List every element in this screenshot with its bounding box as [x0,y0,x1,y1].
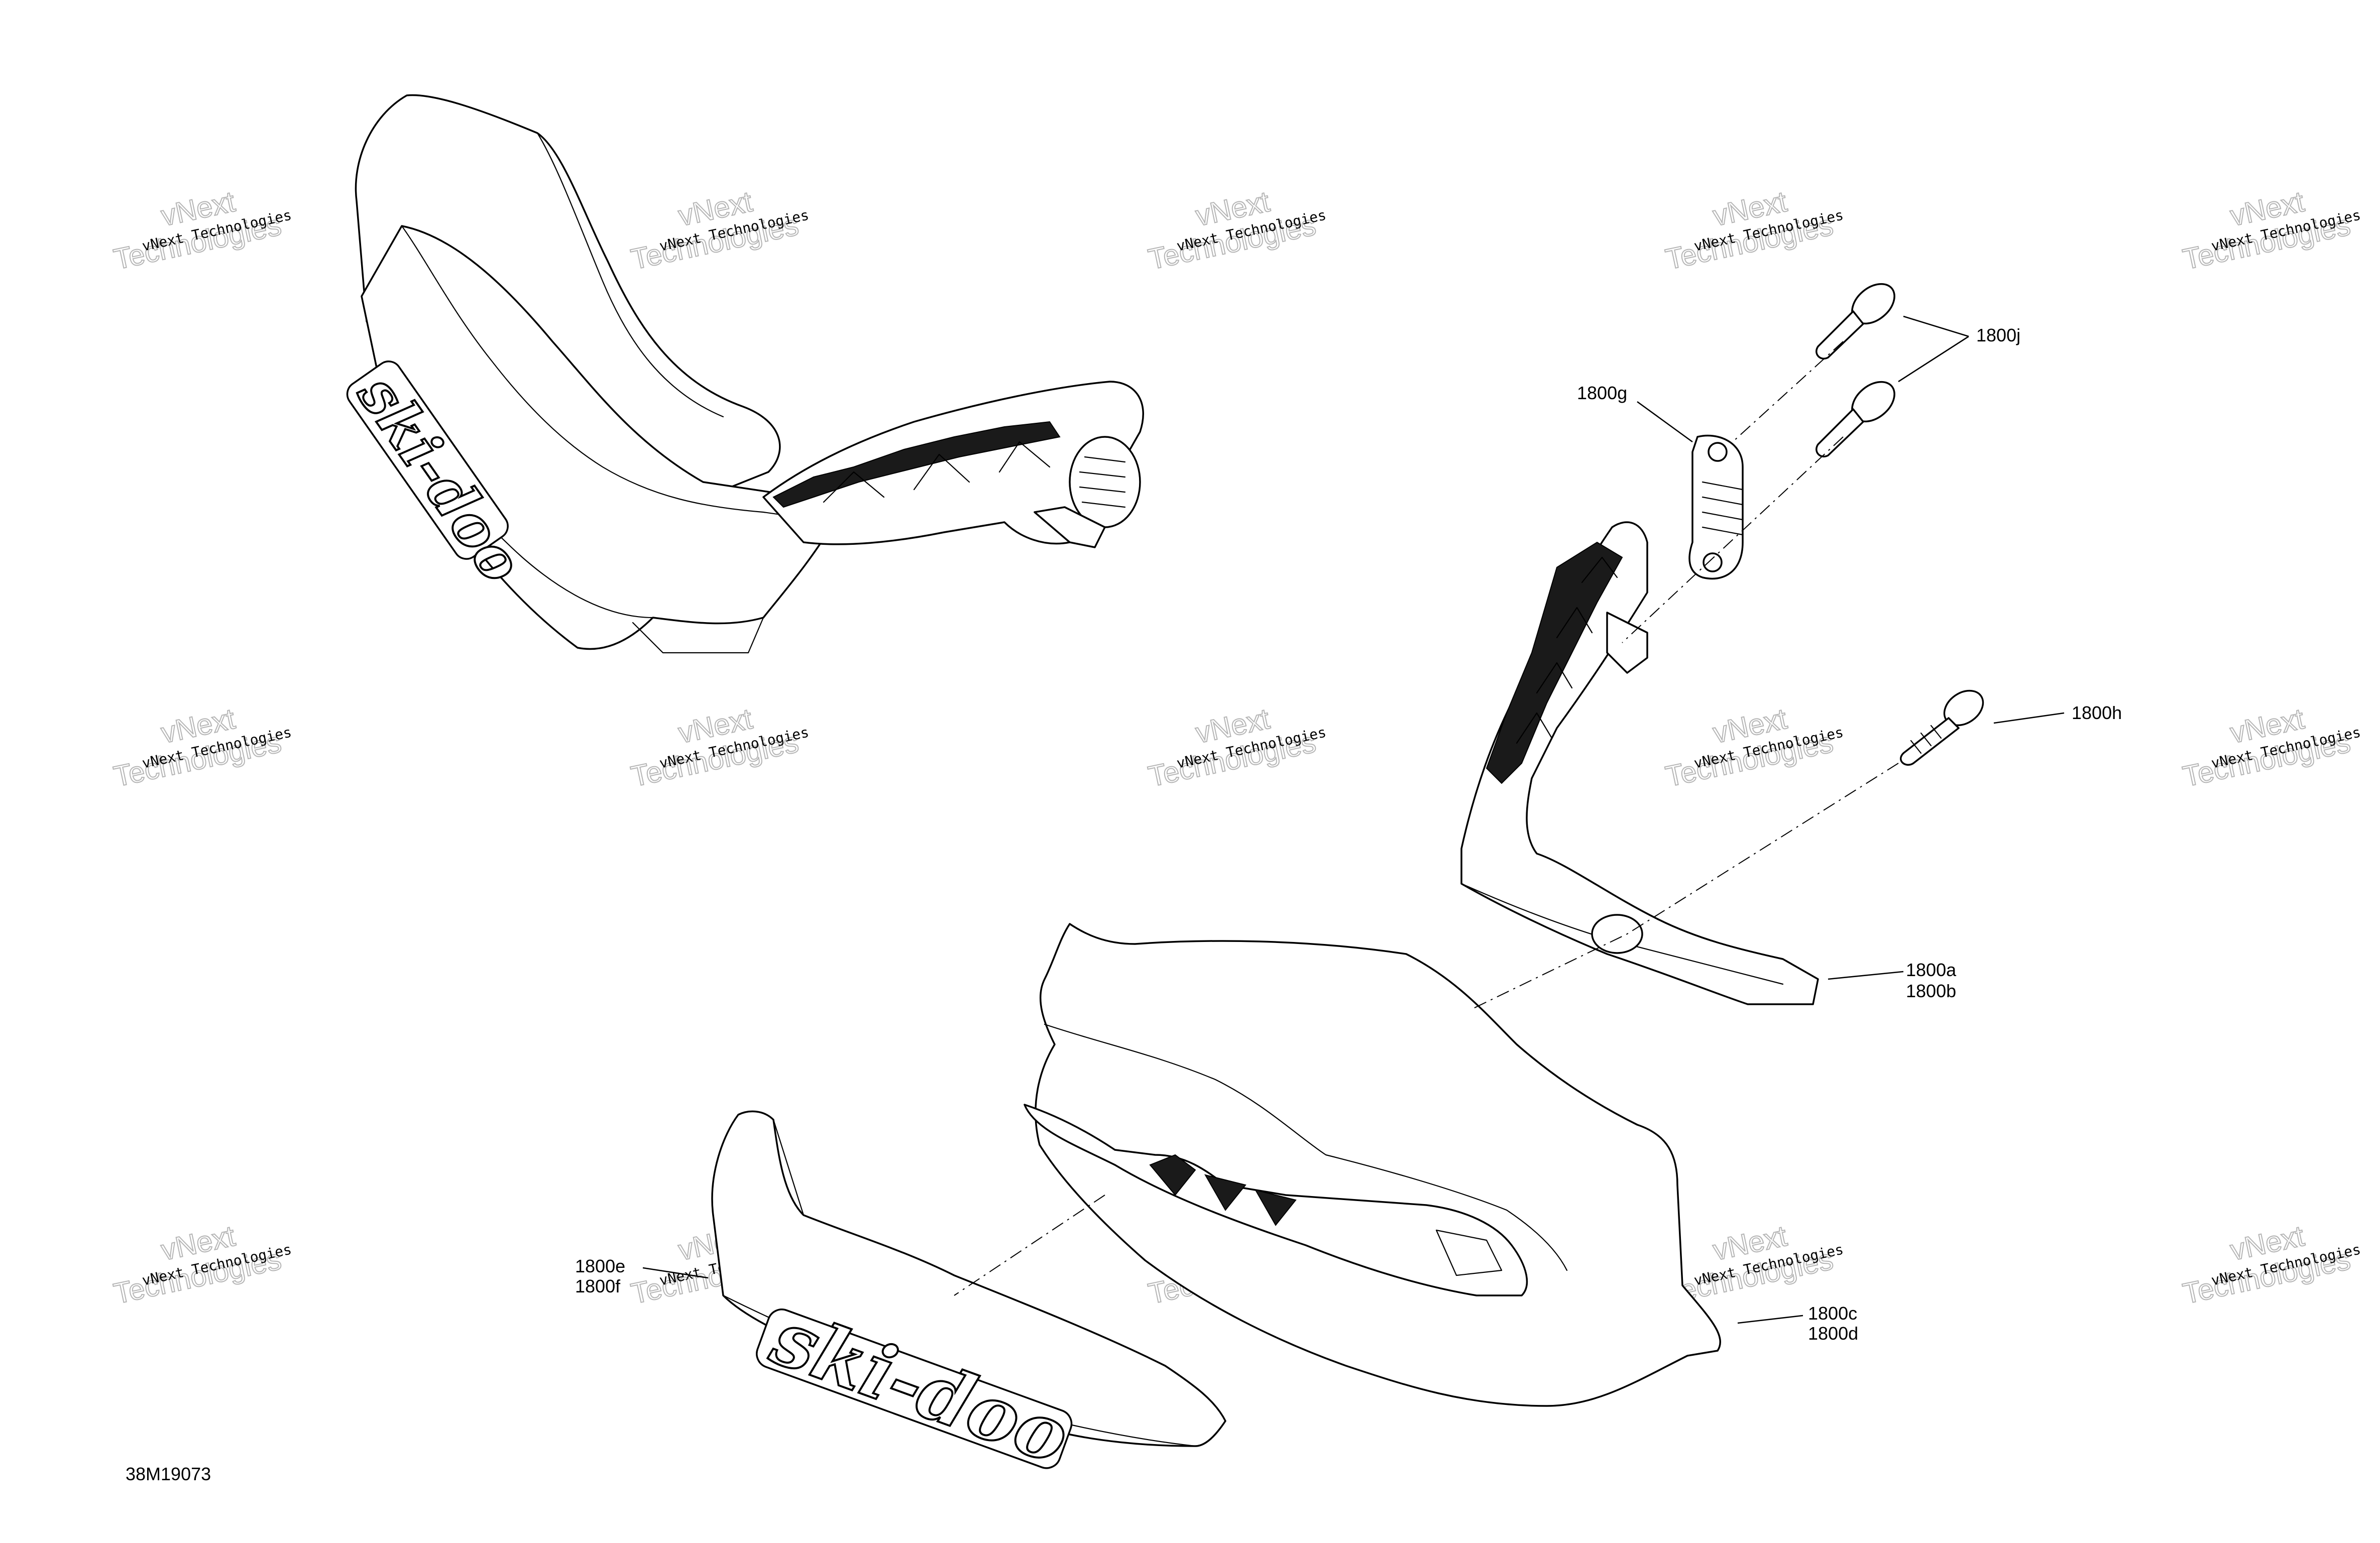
screw-1800j-lower [1816,381,1895,457]
watermark: vNext Technologies vNext Technologies [1145,185,1328,277]
leader-1800h [1993,712,2065,724]
handle-grip-pattern [772,421,1061,508]
callout-1800f: 1800f [575,1276,621,1296]
leader-1800g [1637,401,1693,443]
logo-plate-outline [756,1309,1073,1469]
leader-1800e [642,1267,709,1279]
logo-plate-outline [346,361,509,560]
deflector-1800c-1800d [1024,923,1721,1407]
callout-1800h: 1800h [2072,702,2122,723]
callout-1800a: 1800a [1906,960,1957,980]
drawing-number: 38M19073 [126,1464,211,1484]
leader-1800c [1737,1315,1803,1324]
watermark: vNext Technologies vNext Technologies [628,185,811,277]
handle-mount-hole [1591,914,1643,954]
callout-1800e: 1800e [575,1256,625,1276]
watermark: vNext Technologies vNext Technologies [110,185,293,277]
watermark: vNext Technologies vNext Technologies [2180,185,2362,277]
leader-1800a [1828,971,1904,980]
watermark: vNext Technologies vNext Technologies [1662,185,1845,277]
screw-1800h [1900,689,1984,766]
callout-1800c: 1800c [1808,1303,1857,1324]
handguard-assembly: ski-doo [344,94,1144,654]
callout-1800b: 1800b [1906,981,1956,1001]
watermark: vNext Technologies vNext Technologies [110,1219,293,1311]
handle-clamp [1069,436,1141,528]
watermark: vNext Technologies vNext Technologies [628,702,811,794]
leader-1800j [1898,315,1969,383]
watermark: vNext Technologies vNext Technologies [1662,702,1845,794]
handle-grip-pattern [1486,541,1623,784]
handle-clamp-foot [1034,506,1106,548]
callout-1800g: 1800g [1577,383,1627,403]
assembly-line [954,1195,1105,1296]
watermark: vNext Technologies vNext Technologies [2180,1219,2362,1311]
watermark: vNext Technologies vNext Technologies [110,702,293,794]
handle-1800a-1800b [1460,521,1819,1005]
assembly-line [1471,763,1899,1010]
watermark: vNext Technologies vNext Technologies [1145,702,1328,794]
callout-1800j: 1800j [1976,325,2020,345]
watermark: vNext Technologies vNext Technologies [2180,702,2362,794]
callout-labels: 1800j 1800g 1800h 1800a 1800b 1800e 1800… [126,325,2122,1484]
screw-1800j-upper [1816,283,1895,360]
callout-1800d: 1800d [1808,1323,1858,1344]
callout-leaders [642,315,2065,1324]
clamp-cap-1800g [1688,434,1744,580]
